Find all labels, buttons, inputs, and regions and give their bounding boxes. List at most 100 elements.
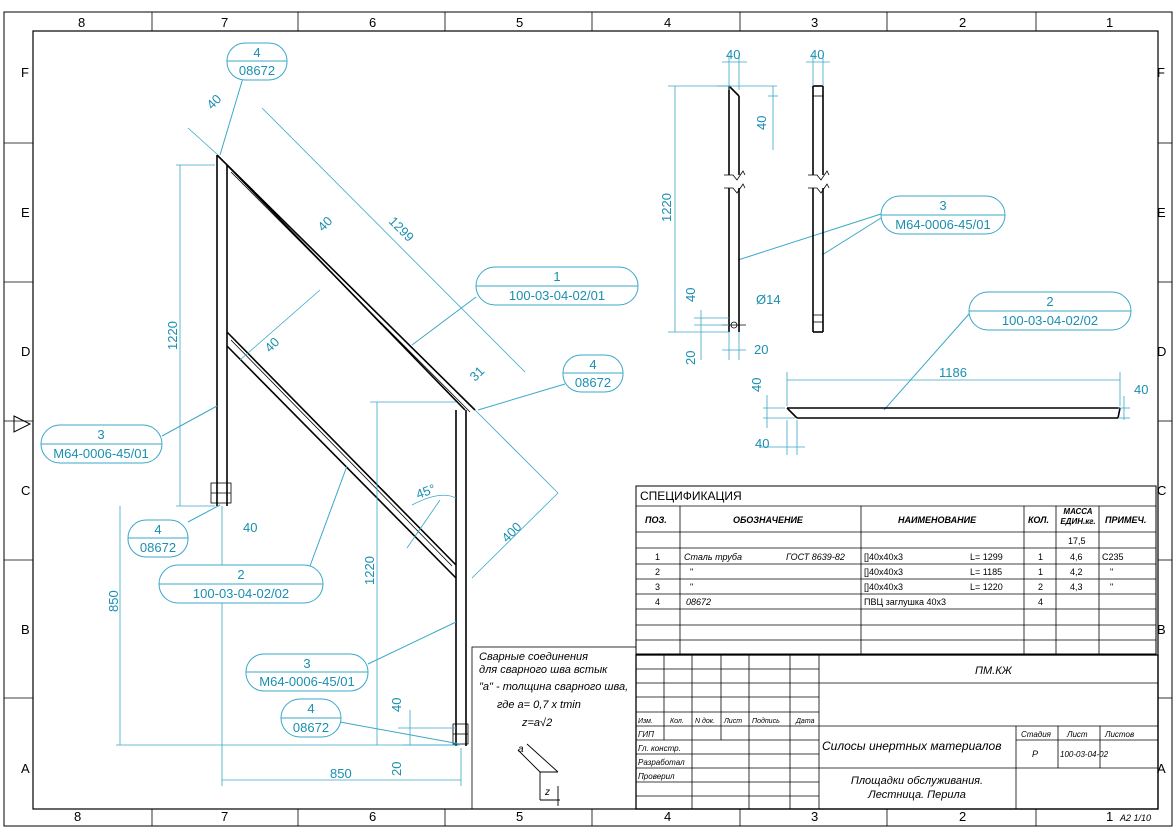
row-b-left: B <box>21 622 30 637</box>
col-2-bottom: 2 <box>959 809 966 824</box>
callout-tag-4-c: 4 08672 <box>127 519 189 558</box>
zone-ticks <box>4 12 1172 826</box>
row-a-right: A <box>1157 761 1166 776</box>
col-8-bottom: 8 <box>74 809 81 824</box>
row-d-left: D <box>21 344 30 359</box>
callout-ref: 100-03-04-02/01 <box>509 288 605 303</box>
callout-ref: M64-0006-45/01 <box>259 674 354 689</box>
dim-400: 400 <box>499 519 525 545</box>
spec-cell-len: L= 1220 <box>970 582 1003 592</box>
spec-cell-desig: Сталь труба <box>684 552 742 562</box>
row-c-left: C <box>21 483 30 498</box>
row-c-right: C <box>1157 483 1166 498</box>
callout-pos: 2 <box>1046 294 1053 309</box>
callout-pos: 4 <box>307 701 314 716</box>
row-f-left: F <box>21 65 29 80</box>
weld-symbol-a: a <box>518 744 524 755</box>
dim-850-horizontal: 850 <box>330 766 352 781</box>
dim-40-diag: 40 <box>315 213 336 234</box>
dim-1220-left: 1220 <box>165 321 180 350</box>
weld-symbol-z: z <box>544 787 550 798</box>
railing-details <box>210 171 471 745</box>
tb-stage: Р <box>1032 749 1038 759</box>
spec-table: СПЕЦИФИКАЦИЯ ПОЗ. ОБОЗНАЧЕНИЕ НАИМЕНОВАН… <box>635 485 1157 655</box>
spec-header-mass: МАССА ЕДИН.кг. <box>1060 507 1096 526</box>
callout-tag-2-b: 2 100-03-04-02/02 <box>968 291 1132 331</box>
tb-project-name: Силосы инертных материалов <box>822 739 1002 753</box>
col-5-bottom: 5 <box>516 809 523 824</box>
col-1-top: 1 <box>1106 15 1113 30</box>
callout-ref: 08672 <box>239 63 275 78</box>
col-4-bottom: 4 <box>664 809 671 824</box>
col-3-top: 3 <box>811 15 818 30</box>
spec-row-4: 4 08672 ПВЦ заглушка 40х3 4 <box>655 597 1043 607</box>
callout-pos: 2 <box>237 567 244 582</box>
spec-cell-desig: " <box>690 567 693 577</box>
dimension-lines <box>116 107 559 786</box>
dim-1220-right: 1220 <box>362 556 377 585</box>
weld-line-5: z=a√2 <box>521 717 552 729</box>
title-code: ПМ.КЖ <box>975 665 1013 677</box>
spec-cell-qty: 4 <box>1038 597 1043 607</box>
title-block: ПМ.КЖ Изм. Кол. N док. Лист Подпись Дата… <box>635 654 1159 823</box>
callout-pos: 1 <box>553 269 560 284</box>
dim-40-top: 40 <box>204 91 225 112</box>
callout-ref: 08672 <box>293 720 329 735</box>
dim-40-foot: 40 <box>243 520 257 535</box>
callout-ref: M64-0006-45/01 <box>53 446 148 461</box>
weld-note: Сварные соединения для сварного шва всты… <box>471 646 637 810</box>
col-5-top: 5 <box>516 15 523 30</box>
weld-line-2: для сварного шва встык <box>479 664 608 676</box>
weld-line-4: где a= 0,7 x tmin <box>497 699 581 711</box>
spec-cell-qty: 1 <box>1038 567 1043 577</box>
callout-ref: 100-03-04-02/02 <box>1002 313 1098 328</box>
spec-cell-len: L= 1299 <box>970 552 1003 562</box>
tb-role-gip: ГИП <box>638 730 654 739</box>
row-d-right: D <box>1157 344 1166 359</box>
col-2-top: 2 <box>959 15 966 30</box>
tb-role-developer: Разработал <box>638 758 685 767</box>
part2-dims <box>760 372 1130 455</box>
callout-tag-4-a: 4 08672 <box>226 42 288 81</box>
callout-pos: 4 <box>589 357 596 372</box>
part2-view <box>786 407 1121 419</box>
spec-cell-pos: 1 <box>655 552 660 562</box>
spec-cell-desig: 08672 <box>686 597 711 607</box>
callout-pos: 3 <box>303 656 310 671</box>
dim-20-view-a: 20 <box>683 351 698 365</box>
spec-title: СПЕЦИФИКАЦИЯ <box>640 489 742 503</box>
callout-pos: 4 <box>253 45 260 60</box>
row-f-right: F <box>1157 65 1165 80</box>
tb-sheets-header: Листов <box>1104 730 1134 739</box>
tb-header-kol: Кол. <box>670 718 684 725</box>
center-mark <box>13 415 32 433</box>
spec-header-pos: ПОЗ. <box>645 515 667 525</box>
spec-cell-name: []40х40х3 <box>864 567 903 577</box>
spec-cell-note: С235 <box>1102 552 1124 562</box>
tb-role-chief: Гл. констр. <box>638 744 681 753</box>
row-e-right: E <box>1157 205 1166 220</box>
callout-pos: 4 <box>154 522 161 537</box>
callout-ref: M64-0006-45/01 <box>895 217 990 232</box>
col-8-top: 8 <box>78 15 85 30</box>
dim-850-vertical: 850 <box>106 590 121 612</box>
zone-labels: 8 7 6 5 4 3 2 1 8 7 6 5 4 3 2 1 F E D C … <box>21 15 1166 824</box>
spec-cell-mass: 4,6 <box>1070 552 1083 562</box>
tb-format: A2 1/10 <box>1119 813 1151 823</box>
dim-40-view-b: 40 <box>810 47 824 62</box>
dim-40-view-a: 40 <box>726 47 740 62</box>
spec-cell-len: L= 1185 <box>970 567 1002 577</box>
spec-header-name: НАИМЕНОВАНИЕ <box>898 515 977 525</box>
col-4-top: 4 <box>664 15 671 30</box>
spec-cell-gost: ГОСТ 8639-82 <box>786 552 845 562</box>
callout-pos: 3 <box>939 198 946 213</box>
tb-header-date: Дата <box>795 718 815 725</box>
spec-cell-pos: 2 <box>655 567 660 577</box>
outer-frame <box>3 11 1173 827</box>
dim-40-view-a-side: 40 <box>754 116 769 130</box>
spec-cell-name: []40х40х3 <box>864 552 903 562</box>
spec-row-3: 3 " []40х40х3 L= 1220 2 4,3 " <box>655 582 1113 592</box>
col-6-top: 6 <box>369 15 376 30</box>
spec-row-1: 1 Сталь труба ГОСТ 8639-82 []40х40х3 L= … <box>655 552 1124 562</box>
